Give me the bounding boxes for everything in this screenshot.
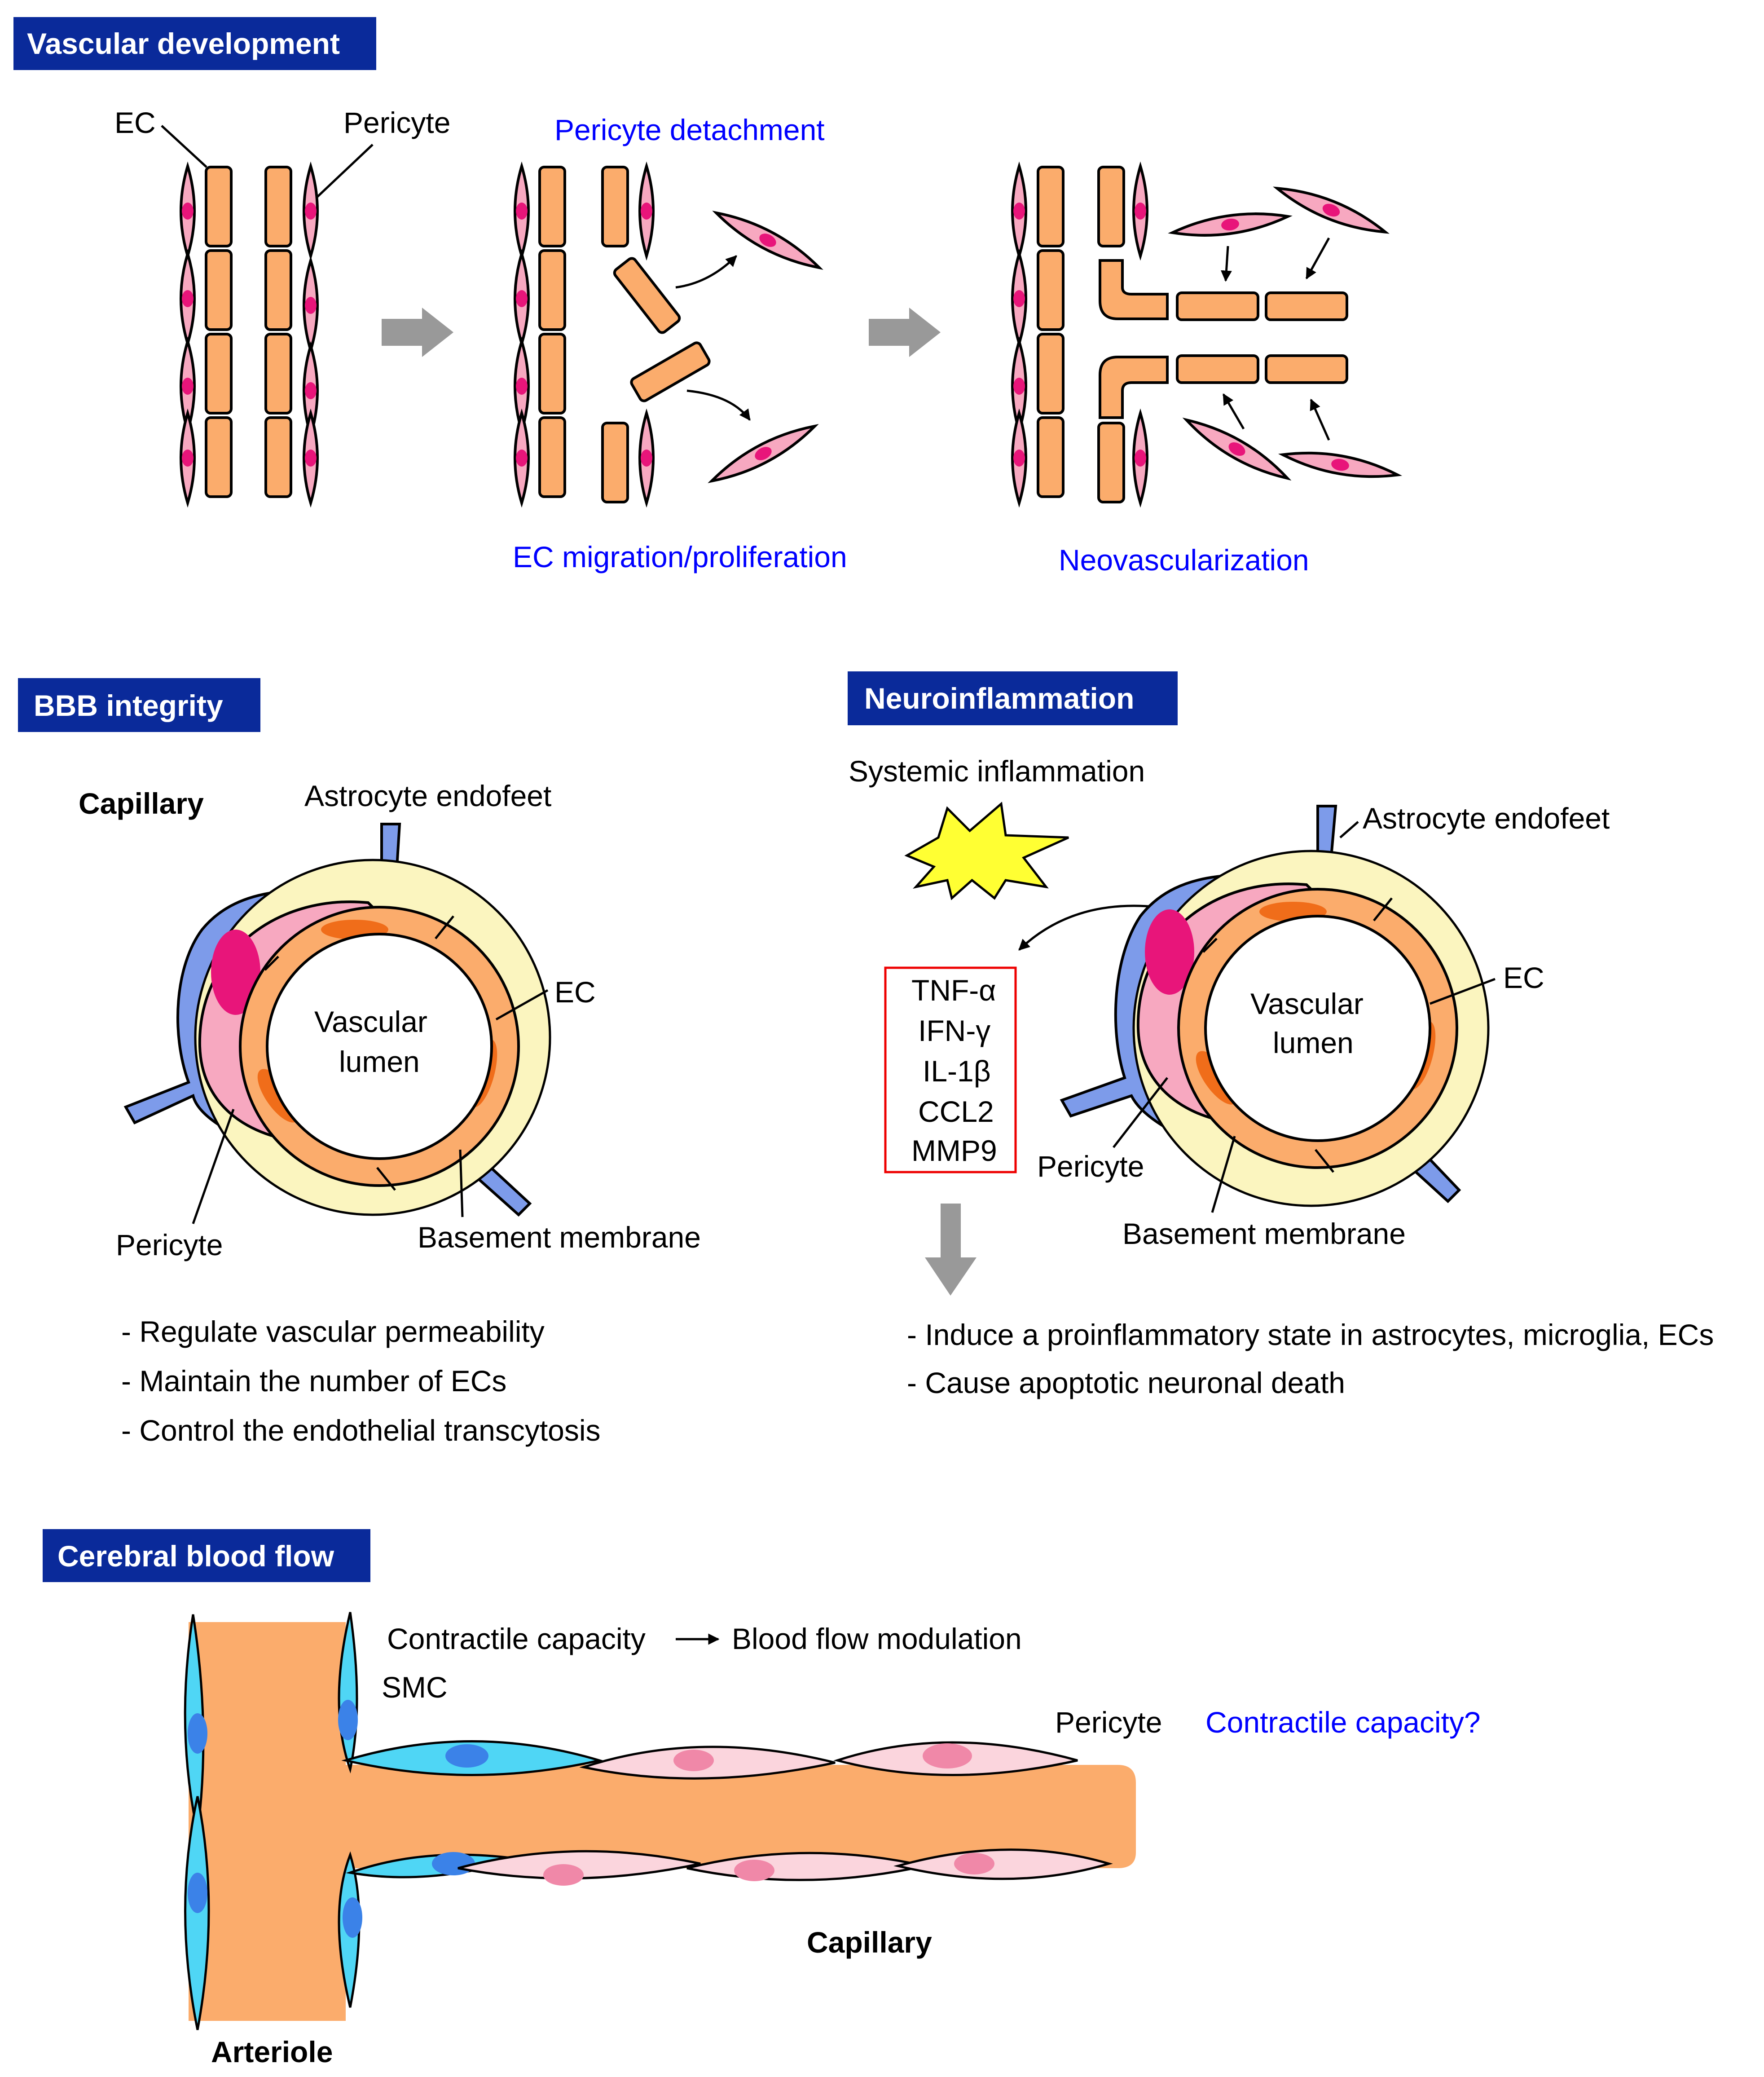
vascular-development-header: Vascular development xyxy=(27,27,340,60)
vascular-development-section: Vascular development EC Pericyte Pericyt… xyxy=(13,17,1399,577)
blood-flow-modulation-label: Blood flow modulation xyxy=(732,1622,1022,1655)
gray-arrow-2 xyxy=(869,308,941,357)
ec-label: EC xyxy=(114,106,156,139)
ni-lumen-line1: Vascular xyxy=(1250,987,1364,1020)
bbb-capillary-cross-section xyxy=(123,823,551,1217)
cytokine-3: IL-1β xyxy=(923,1054,991,1088)
ec-migration-label: EC migration/proliferation xyxy=(513,540,847,573)
capillary-pericytes xyxy=(457,1741,1113,1886)
vessel-body xyxy=(189,1622,1136,2021)
cerebral-blood-flow-header-bg xyxy=(43,1529,370,1582)
cytokine-release-arrow xyxy=(1018,904,1159,951)
cerebral-blood-flow-section: Cerebral blood flow xyxy=(43,1529,1481,2068)
neovascularization-label: Neovascularization xyxy=(1059,543,1309,577)
bbb-astrocyte-label: Astrocyte endofeet xyxy=(304,779,551,812)
ni-ec-leader xyxy=(1430,978,1496,1005)
cerebral-blood-flow-header: Cerebral blood flow xyxy=(57,1539,334,1573)
ni-effect-2: - Cause apoptotic neuronal death xyxy=(907,1366,1345,1399)
bbb-function-1: - Regulate vascular permeability xyxy=(121,1315,545,1348)
bbb-basement-membrane-label: Basement membrane xyxy=(418,1221,701,1254)
ni-pericyte-label: Pericyte xyxy=(1037,1150,1144,1183)
cytokine-4: CCL2 xyxy=(918,1095,994,1128)
contractile-question-label: Contractile capacity? xyxy=(1205,1706,1481,1739)
effect-down-arrow xyxy=(925,1204,977,1296)
arteriole-capillary-vessel xyxy=(184,1612,1136,2030)
ni-basement-leader xyxy=(1211,1136,1236,1213)
arteriole-label: Arteriole xyxy=(211,2035,333,2068)
ni-astrocyte-leader xyxy=(1339,821,1359,838)
systemic-inflammation-label: Systemic inflammation xyxy=(849,754,1145,788)
bbb-integrity-section: BBB integrity Capillary Astrocyte endofe… xyxy=(18,678,701,1447)
bbb-integrity-header-bg xyxy=(18,678,260,732)
inflamed-capillary-cross-section xyxy=(1060,805,1490,1207)
cytokine-box xyxy=(884,966,1017,1173)
ni-vascular-lumen xyxy=(1204,915,1431,1142)
cytokine-1: TNF-α xyxy=(911,974,996,1007)
cytokine-2: IFN-γ xyxy=(918,1014,990,1047)
neuroinflammation-header: Neuroinflammation xyxy=(864,682,1134,715)
ni-astrocyte-label: Astrocyte endofeet xyxy=(1363,802,1610,835)
bbb-pericyte-label: Pericyte xyxy=(116,1228,223,1261)
cbf-pericyte-label: Pericyte xyxy=(1055,1706,1162,1739)
bbb-vascular-lumen xyxy=(266,933,493,1160)
gray-arrow-1 xyxy=(382,308,453,357)
smc-cells xyxy=(184,1612,604,2030)
ni-basement-membrane-label: Basement membrane xyxy=(1122,1217,1406,1250)
bbb-ec-label: EC xyxy=(554,975,596,1009)
vessel-intact xyxy=(181,166,317,503)
vessel-neovascularization xyxy=(1012,166,1399,503)
bbb-integrity-header: BBB integrity xyxy=(34,689,223,722)
cytokine-5: MMP9 xyxy=(911,1134,997,1167)
bbb-ec-leader xyxy=(495,989,549,1021)
bbb-capillary-label: Capillary xyxy=(79,787,204,820)
inflammation-burst-icon xyxy=(904,802,1069,900)
bbb-function-2: - Maintain the number of ECs xyxy=(121,1364,506,1398)
bbb-lumen-line1: Vascular xyxy=(314,1005,427,1038)
bbb-lumen-line2: lumen xyxy=(339,1045,420,1078)
vascular-development-header-bg xyxy=(13,17,376,70)
bbb-function-3: - Control the endothelial transcytosis xyxy=(121,1414,601,1447)
smc-label: SMC xyxy=(382,1671,448,1704)
cbf-capillary-label: Capillary xyxy=(807,1926,932,1959)
contractile-capacity-label: Contractile capacity xyxy=(387,1622,646,1655)
bbb-pericyte-nucleus xyxy=(211,930,260,1015)
ni-ec-label: EC xyxy=(1503,961,1544,994)
bbb-basement-leader xyxy=(459,1149,464,1217)
ni-pericyte-nucleus xyxy=(1145,909,1194,995)
neuroinflammation-header-bg xyxy=(848,671,1178,725)
ni-lumen-line2: lumen xyxy=(1273,1026,1354,1059)
ni-pericyte-leader xyxy=(1113,1077,1168,1148)
pericyte-detachment-label: Pericyte detachment xyxy=(554,113,825,146)
bbb-pericyte-leader xyxy=(192,1109,235,1224)
vessel-detaching xyxy=(515,166,823,503)
neuroinflammation-section: Neuroinflammation Systemic inflammation … xyxy=(848,671,1714,1399)
ec-leader-line xyxy=(161,125,207,168)
ni-effect-1: - Induce a proinflammatory state in astr… xyxy=(907,1318,1714,1351)
pericyte-label: Pericyte xyxy=(343,106,450,139)
pericyte-leader-line xyxy=(316,144,374,198)
